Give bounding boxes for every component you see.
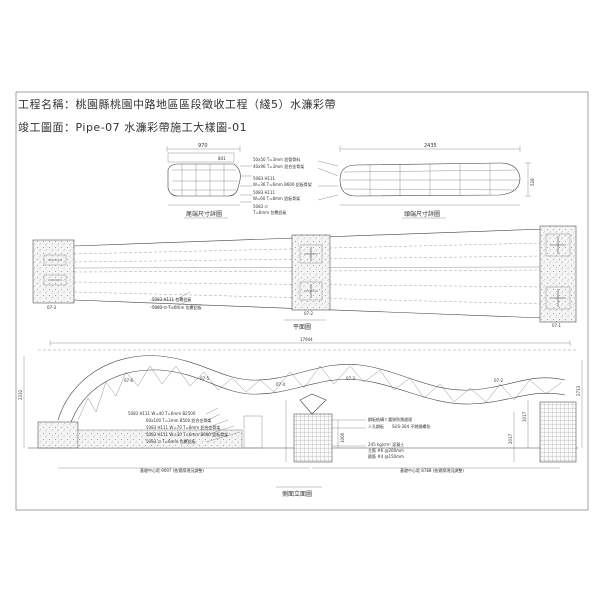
- elevation-footing-middle: [293, 413, 333, 463]
- plan-label-left: 07-3: [47, 305, 57, 310]
- end-note-5: 5083 H111: [253, 190, 276, 195]
- end-detail-notes: 50x50 T=3mm 鋁管骨料 40x90 T=3mm 鋁合金骨架 5083 …: [252, 156, 312, 215]
- base-right-dim: 基礎中心距 8788 (依實際現況調整): [400, 467, 464, 473]
- elevation-footing-left: [37, 421, 79, 449]
- height-right-dim: 2713: [576, 385, 581, 396]
- elev-note-right-4: 245 kg/cm² 混凝土: [368, 441, 404, 447]
- drawing-title: 竣工圖面：Pipe-07 水濂彩帶施工大樣圖-01: [18, 120, 247, 134]
- section-label-4: 07-4: [276, 382, 286, 387]
- end-note-4: W=36 T=6mm B600 鋁板骨架: [253, 181, 312, 187]
- base-left-dim: 基礎中心距 9097 (依實際現況調整): [140, 467, 204, 473]
- elev-note-left-5: 5083 ∅ T=6mm 包覆鋁板: [146, 438, 196, 444]
- section-label-5: 07-5: [200, 376, 210, 381]
- elevation-view: 17944 1000 2017 1017 2332 2713 07-6 07-5: [18, 337, 583, 498]
- end-note-1: 50x50 T=3mm 鋁管骨料: [253, 156, 300, 162]
- ribbon-outer-edge: [57, 355, 566, 421]
- end-note-8: T=6mm 包覆鋁板: [252, 209, 286, 215]
- end-note-7: 5083 ∅: [253, 204, 268, 209]
- elev-note-left-4: 5083 H111 W=30 T=6mm B600 鋁板骨架: [146, 431, 228, 437]
- plan-label-right: 07-1: [552, 323, 562, 328]
- tail-caption: 尾端尺寸詳圖: [186, 210, 222, 218]
- section-label-3: 07-3: [346, 376, 356, 381]
- end-note-6: W=60 T=8mm 鋁板骨架: [253, 195, 300, 201]
- section-label-2: 07-2: [494, 378, 504, 383]
- head-width-dim: 2435: [424, 143, 437, 149]
- elevation-footing-right: [539, 401, 577, 463]
- height-left-dim: 2332: [18, 389, 23, 400]
- elevation-left-slab: [77, 429, 243, 449]
- plan-view: 07-3 07-2 07-1 5083 H111 包覆鋁板 5083 ∅ T=6…: [32, 225, 577, 331]
- elev-note-left-2: 60x100 T=3mm B500 鋁合金骨架: [146, 417, 211, 423]
- elev-note-right-2: 人孔鋼板: [368, 423, 384, 429]
- end-note-2: 40x90 T=3mm 鋁合金骨架: [253, 163, 304, 169]
- dim-1017: 1017: [522, 411, 527, 422]
- head-end-detail: 2435 528 頭端尺寸詳圖: [339, 143, 535, 219]
- dim-2017: 2017: [508, 433, 513, 444]
- drawing-border: [15, 91, 589, 511]
- elevation-caption: 側面立面圖: [282, 490, 312, 498]
- elev-note-right-6: 箍筋 #4 @150mm: [368, 453, 404, 459]
- elev-note-right-5: 主筋 #6 @200mm: [368, 447, 404, 453]
- plan-caption: 平面圖: [293, 324, 311, 331]
- dim-1000: 1000: [340, 432, 345, 443]
- plan-footing-middle: [291, 234, 331, 311]
- elev-note-right-3: SUS-304 不銹鋼螺栓: [392, 423, 430, 429]
- elev-note-right-1: 鋼板結構 t 鍍鋅防銹處理: [368, 416, 412, 422]
- elev-note-left-3: 5083 H111 W=70 T=8mm 鋁合金骨架: [146, 424, 220, 430]
- plan-footing-left: [32, 239, 75, 304]
- elev-note-left-1: 5083 H111 W=40 T=6mm B2500: [128, 411, 196, 416]
- tail-inner-dim: 841: [218, 156, 226, 161]
- plan-note-2: 5083 ∅ T=6mm 包覆鋁板: [152, 304, 202, 310]
- plan-note-1: 5083 H111 包覆鋁板: [152, 296, 191, 302]
- section-label-6: 07-6: [124, 378, 134, 383]
- tail-width-dim: 970: [198, 143, 208, 149]
- head-caption: 頭端尺寸詳圖: [404, 210, 440, 218]
- head-height-dim: 528: [530, 178, 535, 186]
- ribbon-inner-edge: [69, 369, 566, 426]
- tail-end-detail: 970 841 尾端尺寸詳圖: [166, 143, 241, 219]
- total-span-dim: 17944: [300, 337, 313, 342]
- end-note-3: 5083 H111: [253, 176, 276, 181]
- project-title: 工程名稱：桃園縣桃園中路地區區段徵收工程（綫5）水濂彩帶: [18, 97, 336, 111]
- plan-label-middle: 07-2: [304, 311, 314, 316]
